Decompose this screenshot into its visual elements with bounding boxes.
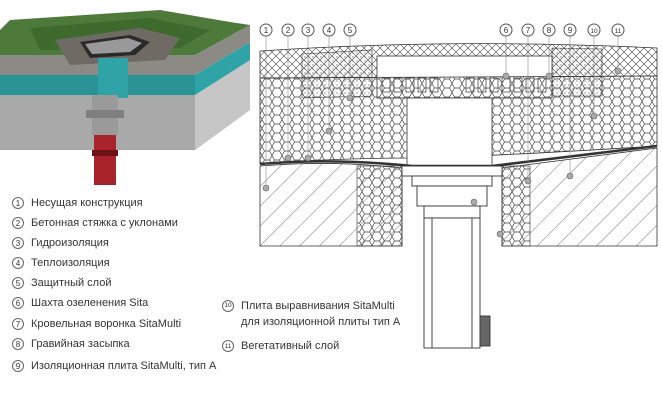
pipe-lower <box>94 135 116 185</box>
svg-text:10: 10 <box>590 28 598 35</box>
legend-number: 2 <box>12 217 24 229</box>
legend-number: 7 <box>12 318 24 330</box>
legend-item-6: 6 Шахта озеленения Sita <box>12 297 148 309</box>
legend-number: 1 <box>12 197 24 209</box>
legend-label: Теплоизоляция <box>31 257 110 269</box>
legend-item-2: 2 Бетонная стяжка с уклонами <box>12 217 178 229</box>
drain-insulation-left <box>356 165 403 247</box>
callout-6: 6 <box>499 23 513 37</box>
callout-7: 7 <box>521 23 535 37</box>
drain-pipe <box>423 217 491 349</box>
legend-item-8: 8 Гравийная засыпка <box>12 338 130 350</box>
legend-label: Бетонная стяжка с уклонами <box>31 217 178 229</box>
svg-text:2: 2 <box>286 26 291 35</box>
cross-section-drawing: 1 2 3 4 5 6 7 8 9 10 11 <box>259 23 658 349</box>
legend-label-line1: Плита выравнивания SitaMulti <box>241 300 395 312</box>
legend-number: 4 <box>12 257 24 269</box>
leader-dots <box>262 67 622 238</box>
svg-text:7: 7 <box>526 26 531 35</box>
callout-5: 5 <box>343 23 357 37</box>
svg-text:4: 4 <box>327 26 332 35</box>
legend-number: 10 <box>222 300 234 312</box>
callout-3: 3 <box>301 23 315 37</box>
legend-label: Защитный слой <box>31 277 112 289</box>
callout-11: 11 <box>611 23 625 37</box>
callout-10: 10 <box>587 23 601 37</box>
svg-text:9: 9 <box>568 26 573 35</box>
legend-item-5: 5 Защитный слой <box>12 277 111 289</box>
legend-number: 6 <box>12 297 24 309</box>
legend-number: 8 <box>12 338 24 350</box>
svg-text:5: 5 <box>348 26 353 35</box>
legend-item-7: 7 Кровельная воронка SitaMulti <box>12 318 181 330</box>
svg-text:1: 1 <box>264 26 269 35</box>
callout-9: 9 <box>563 23 577 37</box>
concrete-base-side <box>195 60 250 150</box>
pipe-band <box>92 150 118 156</box>
legend-item-11: 11 Вегетативный слой <box>222 340 339 352</box>
legend-label: Гравийная засыпка <box>31 338 130 350</box>
legend-label: Изоляционная плита SitaMulti, тип А <box>31 360 217 372</box>
svg-text:6: 6 <box>504 26 509 35</box>
cutaway-illustration <box>0 10 250 185</box>
pipe-flange <box>86 110 124 118</box>
roof-drain <box>401 165 503 219</box>
svg-text:11: 11 <box>615 28 622 35</box>
legend-label: Несущая конструкция <box>31 197 143 209</box>
callout-row: 1 2 3 4 5 6 7 8 9 10 11 <box>259 23 625 37</box>
legend-item-10: 10 Плита выравнивания SitaMulti для изол… <box>222 298 400 330</box>
svg-text:3: 3 <box>306 26 311 35</box>
legend-number: 5 <box>12 277 24 289</box>
drain-grate-top <box>85 38 142 54</box>
callout-2: 2 <box>281 23 295 37</box>
callout-8: 8 <box>542 23 556 37</box>
svg-text:8: 8 <box>547 26 552 35</box>
legend-label: Гидроизоляция <box>31 237 109 249</box>
drain-body <box>98 58 128 98</box>
waterproof-front <box>0 75 195 95</box>
callout-1: 1 <box>259 23 273 37</box>
legend-number: 9 <box>12 360 24 372</box>
gravel-layer <box>0 25 250 75</box>
legend-item-4: 4 Теплоизоляция <box>12 257 110 269</box>
legend-number: 3 <box>12 237 24 249</box>
legend-label: Вегетативный слой <box>241 340 340 352</box>
legend-number: 11 <box>222 340 234 352</box>
legend-item-1: 1 Несущая конструкция <box>12 197 143 209</box>
legend-label: Кровельная воронка SitaMulti <box>31 318 182 330</box>
legend-label: Шахта озеленения Sita <box>31 297 149 309</box>
legend-item-3: 3 Гидроизоляция <box>12 237 109 249</box>
legend-label-line2: для изоляционной плиты тип А <box>241 316 401 328</box>
legend-item-9: 9 Изоляционная плита SitaMulti, тип А <box>12 360 216 372</box>
drain-insulation-right <box>501 165 531 247</box>
leader-lines <box>265 36 619 186</box>
callout-4: 4 <box>322 23 336 37</box>
shaft-opening <box>406 97 493 169</box>
load-bearing-structure-right <box>501 147 658 247</box>
